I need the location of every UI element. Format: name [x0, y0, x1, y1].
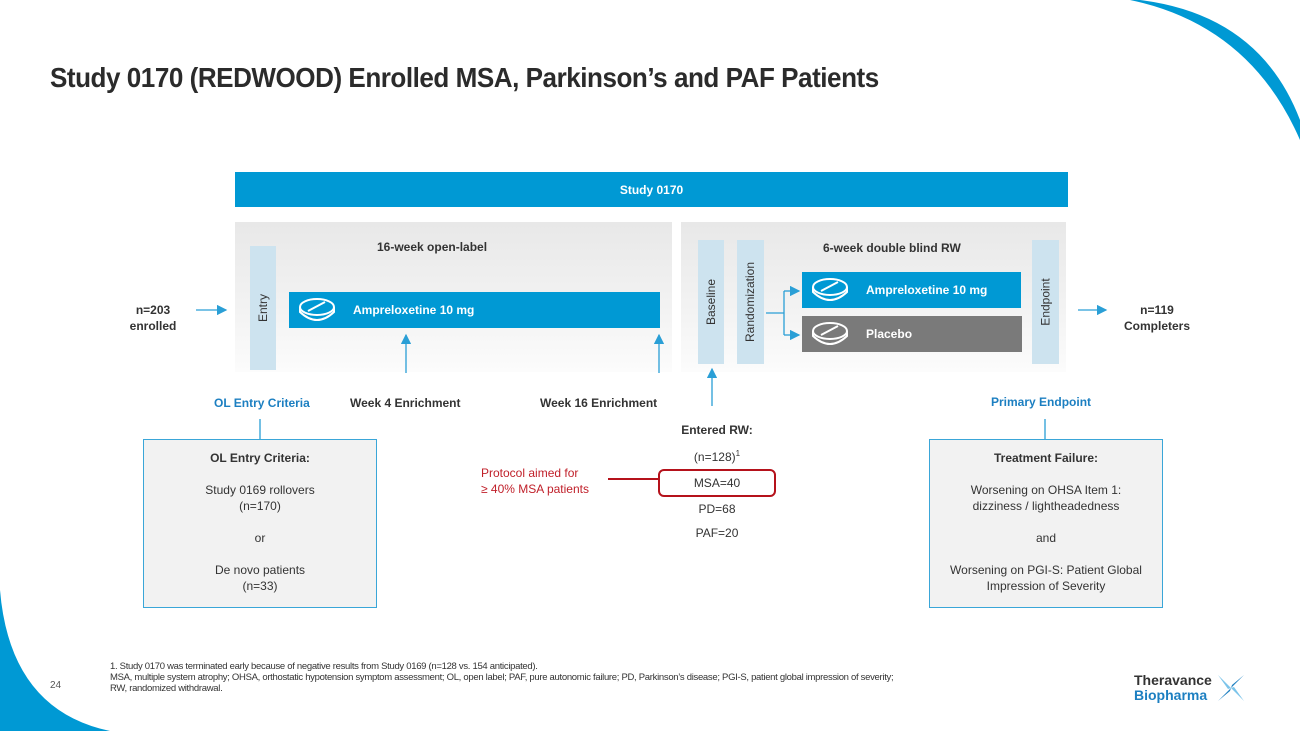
rw-ampreloxetine-label: Ampreloxetine 10 mg — [866, 283, 988, 297]
decorative-arc-bottom-left — [0, 590, 110, 731]
completers-label: n=119 Completers — [1112, 302, 1202, 334]
pill-icon — [812, 322, 848, 345]
randomization-bar: Randomization — [737, 240, 764, 364]
footnote-line3: RW, randomized withdrawal. — [110, 683, 223, 694]
ol-entry-criteria-label: OL Entry Criteria — [214, 396, 310, 410]
paf-count: PAF=20 — [695, 526, 739, 540]
entered-rw-total: (n=128)1 — [658, 442, 776, 469]
entered-rw-list: Entered RW: (n=128)1 MSA=40 PD=68 PAF=20 — [658, 418, 776, 545]
baseline-bar: Baseline — [698, 240, 724, 364]
footnote-marker: 1 — [735, 449, 741, 458]
completers-text: Completers — [1123, 319, 1191, 333]
tf-box-line3: Worsening on PGI-S: Patient Global — [950, 563, 1142, 577]
ol-box-heading: OL Entry Criteria: — [210, 451, 310, 465]
enrolled-label: n=203 enrolled — [118, 302, 188, 334]
star-burst-icon — [1217, 675, 1244, 701]
open-label-phase-title: 16-week open-label — [377, 240, 488, 254]
theravance-logo: Theravance Biopharma — [1134, 673, 1246, 703]
page-number: 24 — [50, 680, 62, 691]
entered-rw-heading: Entered RW: — [681, 423, 753, 437]
enrolled-text: enrolled — [129, 319, 177, 333]
pd-count: PD=68 — [698, 502, 736, 516]
entered-rw-total-value: (n=128) — [693, 450, 736, 464]
tf-box-heading: Treatment Failure: — [993, 451, 1099, 465]
pill-icon — [299, 298, 335, 321]
treatment-failure-box: Treatment Failure: Worsening on OHSA Ite… — [929, 439, 1163, 608]
ol-box-line3: De novo patients — [214, 563, 306, 577]
logo-line2: Biopharma — [1134, 687, 1208, 703]
logo-text: Theravance Biopharma — [1134, 673, 1212, 703]
entry-bar: Entry — [250, 246, 276, 370]
ol-box-line1: Study 0169 rollovers — [205, 483, 315, 497]
completers-count: n=119 — [1140, 303, 1174, 317]
ol-arm-label: Ampreloxetine 10 mg — [353, 303, 475, 317]
rw-placebo-arm: Placebo — [802, 316, 1022, 352]
decorative-arc-top-right — [1130, 0, 1300, 140]
footnotes: 1. Study 0170 was terminated early becau… — [110, 661, 894, 694]
ol-box-line4: (n=33) — [242, 579, 278, 593]
baseline-label: Baseline — [704, 278, 718, 326]
endpoint-label: Endpoint — [1038, 278, 1053, 326]
rw-placebo-label: Placebo — [866, 327, 913, 341]
slide-title: Study 0170 (REDWOOD) Enrolled MSA, Parki… — [50, 62, 879, 93]
rw-phase-title: 6-week double blind RW — [823, 241, 961, 255]
endpoint-bar: Endpoint — [1032, 240, 1059, 364]
ol-box-line2: (n=170) — [239, 499, 281, 513]
enrolled-count: n=203 — [135, 303, 171, 317]
msa-count-highlight: MSA=40 — [658, 469, 776, 497]
pill-icon — [812, 278, 848, 301]
week4-enrichment-label: Week 4 Enrichment — [350, 396, 461, 410]
protocol-note-line2: ≥ 40% MSA patients — [481, 482, 589, 496]
ol-box-or: or — [254, 531, 266, 545]
entry-label: Entry — [256, 293, 271, 323]
tf-box-line2: dizziness / lightheadedness — [972, 499, 1120, 513]
ol-entry-criteria-box: OL Entry Criteria: Study 0169 rollovers … — [143, 439, 377, 608]
footnote-line1: 1. Study 0170 was terminated early becau… — [110, 661, 538, 672]
randomization-label: Randomization — [743, 261, 758, 343]
protocol-note: Protocol aimed for ≥ 40% MSA patients — [481, 465, 589, 497]
rw-ampreloxetine-arm: Ampreloxetine 10 mg — [802, 272, 1021, 308]
protocol-note-line1: Protocol aimed for — [481, 466, 579, 480]
tf-box-line1: Worsening on OHSA Item 1: — [970, 483, 1122, 497]
logo-line1: Theravance — [1134, 672, 1212, 688]
tf-box-and: and — [1035, 531, 1057, 545]
footnote-line2: MSA, multiple system atrophy; OHSA, orth… — [110, 672, 894, 683]
study-bar: Study 0170 — [235, 172, 1068, 207]
week16-enrichment-label: Week 16 Enrichment — [540, 396, 658, 410]
ol-ampreloxetine-arm: Ampreloxetine 10 mg — [289, 292, 660, 328]
study-bar-label: Study 0170 — [619, 182, 684, 197]
tf-box-line4: Impression of Severity — [986, 579, 1106, 593]
primary-endpoint-label: Primary Endpoint — [991, 395, 1092, 409]
